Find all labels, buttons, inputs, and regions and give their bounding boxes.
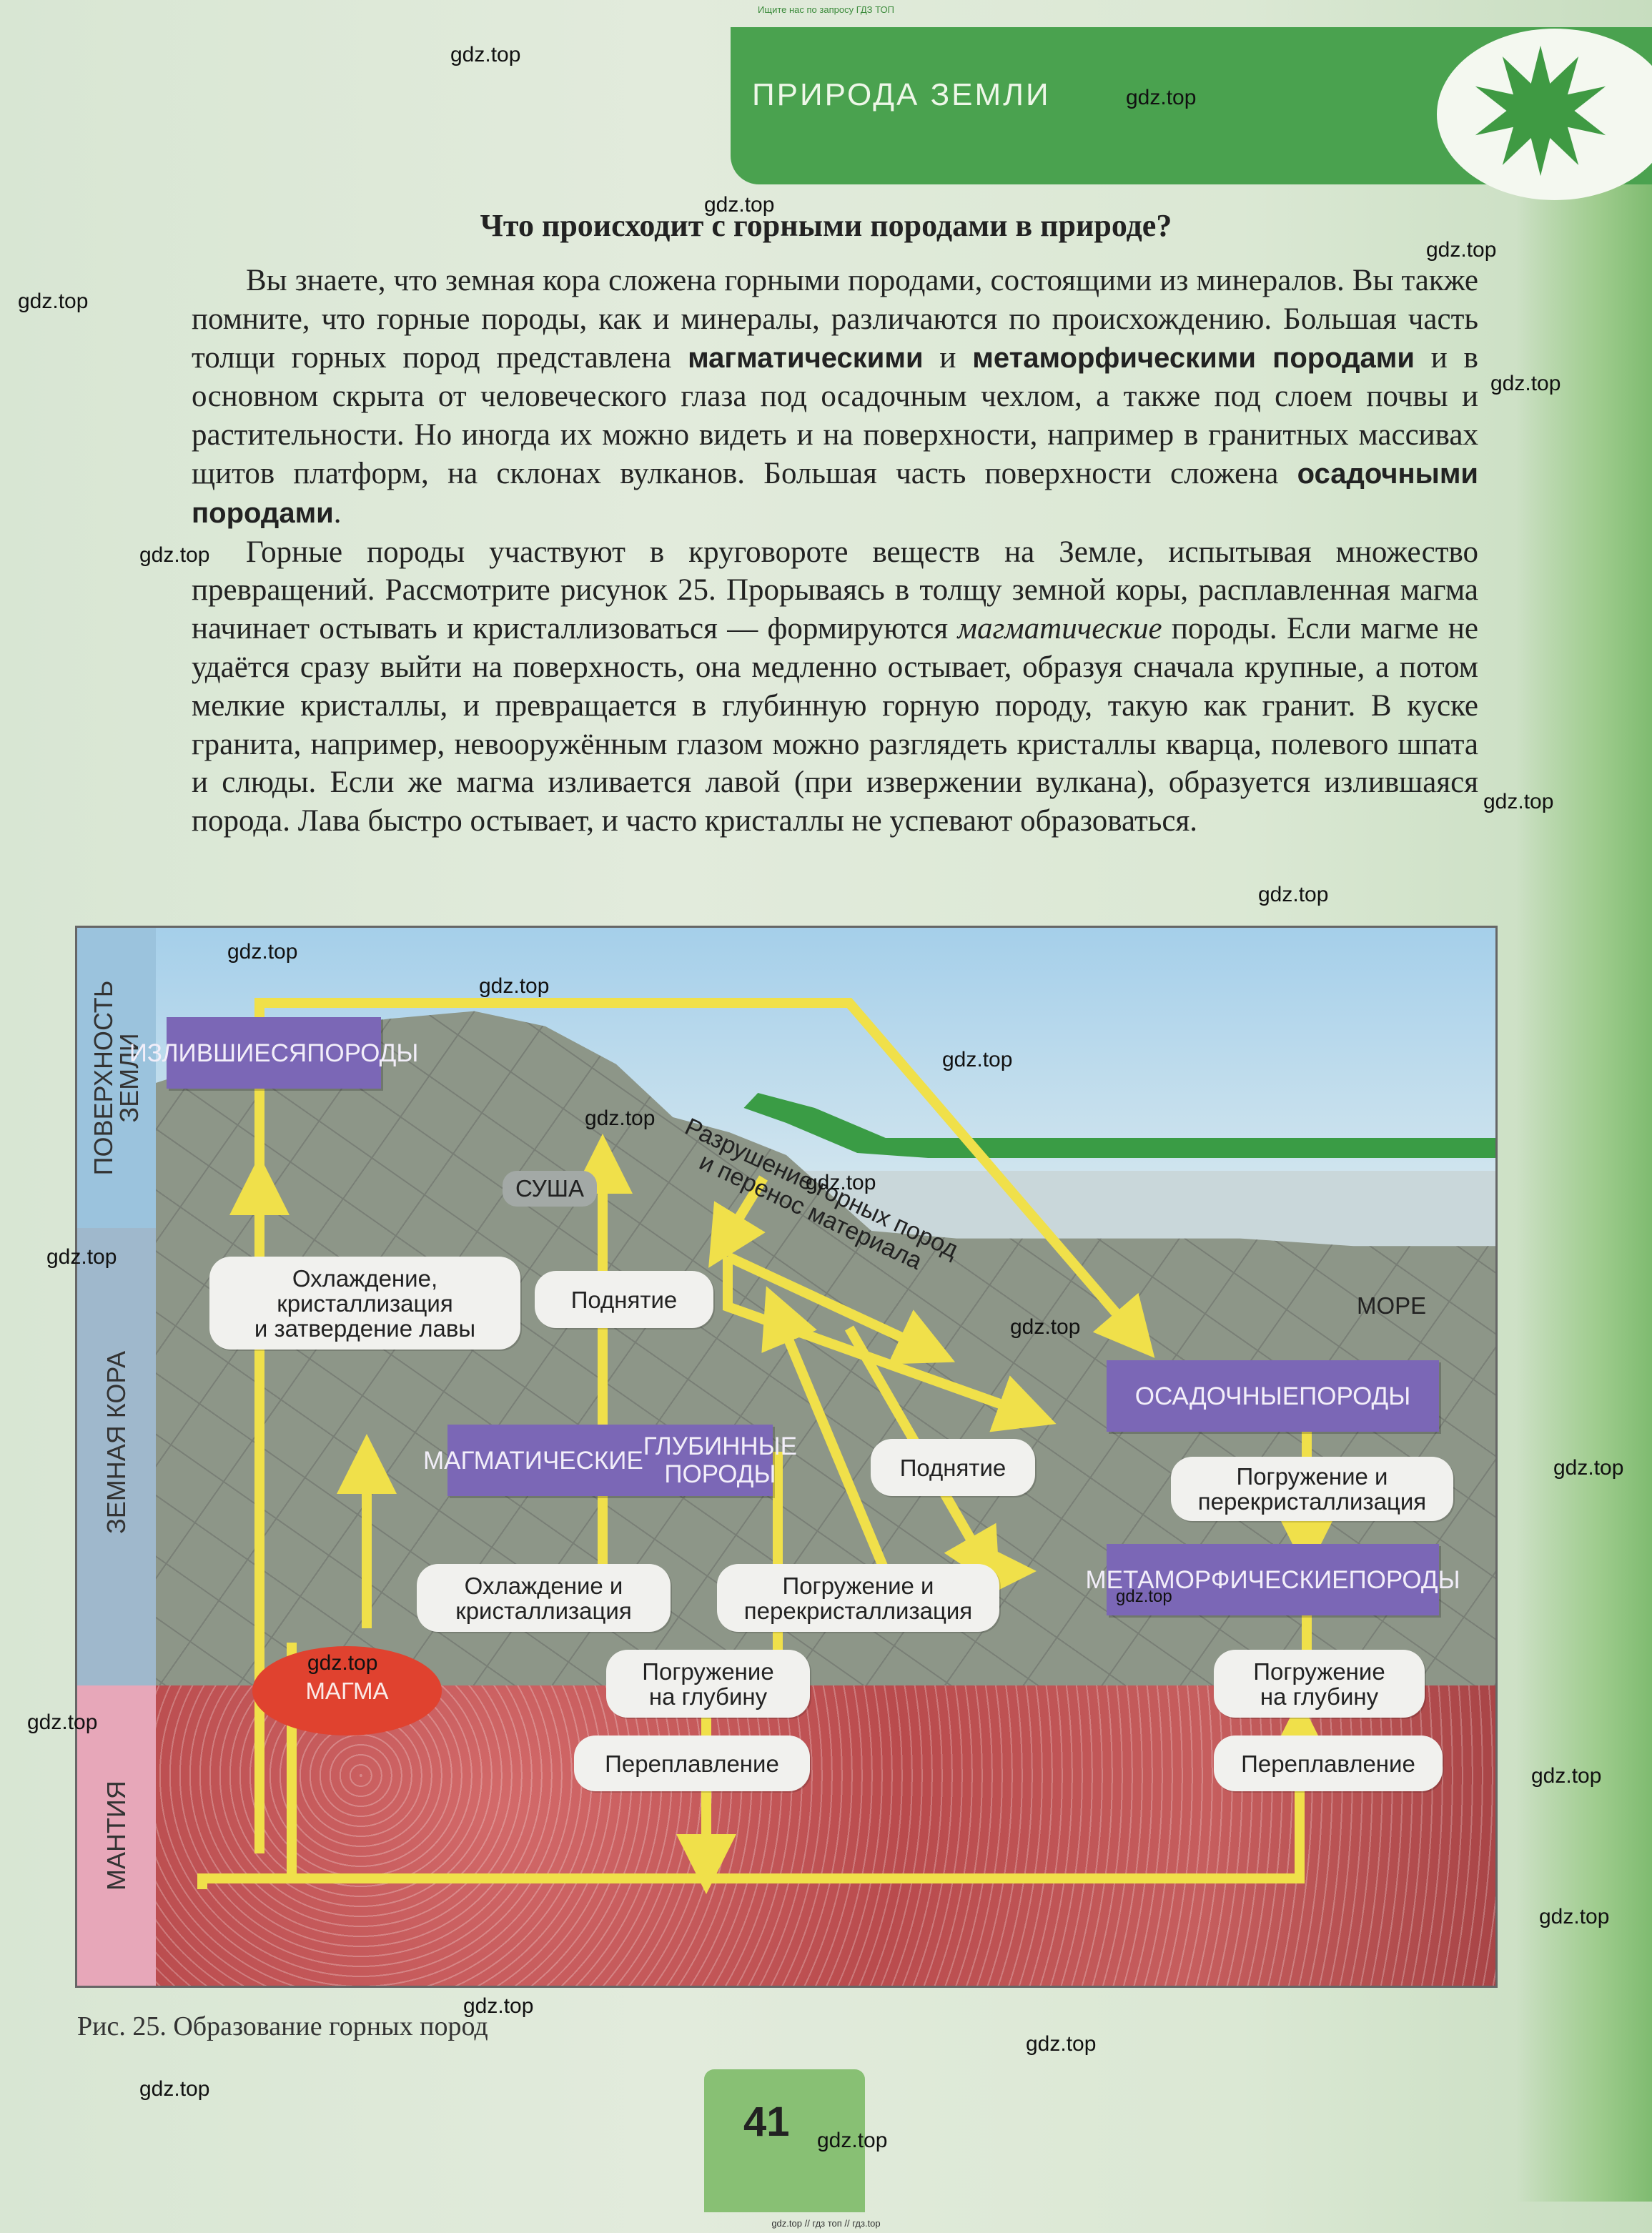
arrow-uplift-mid bbox=[761, 1286, 890, 1573]
box-line: ГЛУБИННЫЕ ПОРОДЫ bbox=[643, 1432, 797, 1488]
label-line: и затвердение лавы bbox=[254, 1314, 476, 1342]
bold-term: осадочными породами bbox=[192, 457, 1478, 529]
watermark: gdz.top bbox=[1426, 238, 1497, 262]
watermark: gdz.top bbox=[1553, 1456, 1624, 1480]
watermark: gdz.top bbox=[18, 289, 89, 313]
crust-band bbox=[77, 1228, 156, 1685]
watermark: gdz.top bbox=[307, 1651, 378, 1675]
watermark: gdz.top bbox=[942, 1048, 1013, 1071]
watermark: gdz.top bbox=[817, 2129, 888, 2152]
label-line: кристаллизация bbox=[455, 1597, 632, 1624]
watermark: gdz.top bbox=[1531, 1764, 1602, 1788]
surface-band bbox=[77, 928, 156, 1228]
body-text: Вы знаете, что земная кора сложена горны… bbox=[192, 262, 1478, 841]
watermark: gdz.top bbox=[479, 974, 550, 998]
label-line: кристаллизация bbox=[277, 1289, 453, 1317]
watermark: gdz.top bbox=[27, 1710, 98, 1734]
page-number: 41 bbox=[743, 2099, 790, 2145]
text-run: . bbox=[333, 495, 342, 530]
star-emblem-icon bbox=[1475, 45, 1606, 177]
watermark: gdz.top bbox=[704, 193, 775, 217]
label-line: Погружение bbox=[642, 1658, 774, 1685]
bold-term: метаморфическими породами bbox=[972, 342, 1415, 374]
box-line: ПОРОДЫ bbox=[1348, 1565, 1460, 1594]
watermark: gdz.top bbox=[806, 1171, 876, 1194]
watermark: gdz.top bbox=[1126, 86, 1197, 109]
figure-caption: Рис. 25. Образование горных пород bbox=[77, 2011, 488, 2041]
bottom-note: gdz.top // гдз топ // гдз.top bbox=[771, 2218, 881, 2229]
watermark: gdz.top bbox=[1010, 1315, 1081, 1339]
watermark: gdz.top bbox=[463, 1994, 534, 2018]
watermark: gdz.top bbox=[1483, 790, 1554, 813]
process-uplift-1: Поднятие bbox=[535, 1271, 713, 1328]
page-edge-decoration bbox=[1516, 57, 1652, 2202]
watermark: gdz.top bbox=[46, 1245, 117, 1269]
label-line: Охлаждение и bbox=[464, 1572, 623, 1599]
box-line: ПОРОДЫ bbox=[1299, 1382, 1411, 1410]
top-note: Ищите нас по запросу ГДЗ ТОП bbox=[758, 4, 894, 15]
process-remelt-1: Переплавление bbox=[574, 1736, 810, 1791]
process-remelt-2: Переплавление bbox=[1214, 1736, 1443, 1791]
box-line: ОСАДОЧНЫЕ bbox=[1134, 1382, 1300, 1410]
paragraph-1: Вы знаете, что земная кора сложена горны… bbox=[192, 262, 1478, 533]
arrow-erosion-1 bbox=[708, 1175, 768, 1268]
label-line: перекристаллизация bbox=[1197, 1488, 1427, 1515]
text-run: Горные породы участвуют в круговороте ве… bbox=[192, 535, 1478, 646]
process-uplift-2: Поднятие bbox=[871, 1439, 1035, 1496]
watermark: gdz.top bbox=[1116, 1587, 1172, 1606]
label-line: Погружение и bbox=[782, 1572, 934, 1599]
box-line: ПОРОДЫ bbox=[307, 1039, 419, 1067]
land-label: СУША bbox=[503, 1171, 597, 1207]
section-heading: Что происходит с горными породами в прир… bbox=[480, 208, 1172, 243]
label-line: Погружение и bbox=[1236, 1463, 1388, 1490]
box-line: МАГМАТИЧЕСКИЕ bbox=[423, 1446, 643, 1475]
magma-blob: МАГМА bbox=[252, 1646, 442, 1736]
arrow-sea-to-sed bbox=[723, 1257, 1057, 1432]
chapter-title: ПРИРОДА ЗЕМЛИ bbox=[752, 77, 1051, 112]
label-line: Погружение bbox=[1253, 1658, 1385, 1685]
watermark: gdz.top bbox=[1490, 372, 1561, 395]
watermark: gdz.top bbox=[1258, 883, 1329, 906]
box-line: МЕТАМОРФИЧЕСКИЕ bbox=[1085, 1565, 1349, 1594]
text-run: и bbox=[923, 340, 973, 375]
sea-label: МОРЕ bbox=[1357, 1292, 1427, 1319]
watermark: gdz.top bbox=[1539, 1905, 1610, 1929]
text-run: Вы знаете, что земная кора сложена горны… bbox=[192, 264, 1478, 375]
paragraph-2: Горные породы участвуют в круговороте ве… bbox=[192, 533, 1478, 841]
label-line: на глубину bbox=[1260, 1683, 1379, 1710]
arrow-erosion-2 bbox=[726, 1252, 956, 1365]
label-line: на глубину bbox=[648, 1683, 768, 1710]
box-line: ИЗЛИВШИЕСЯ bbox=[129, 1039, 307, 1067]
label-line: перекристаллизация bbox=[743, 1597, 973, 1624]
watermark: gdz.top bbox=[227, 940, 298, 964]
watermark: gdz.top bbox=[585, 1106, 656, 1130]
watermark: gdz.top bbox=[139, 543, 210, 567]
text-run: породы. Если магме не удаётся сразу выйт… bbox=[192, 612, 1478, 838]
arrow-top-to-sea bbox=[603, 998, 1155, 1358]
arrow-left-up-surface bbox=[254, 998, 603, 1853]
arrow-left-to-magma bbox=[197, 1873, 292, 1889]
label-line: Охлаждение, bbox=[292, 1264, 438, 1292]
italic-term: магматические bbox=[957, 612, 1162, 646]
bold-term: магматическими bbox=[688, 342, 924, 374]
watermark: gdz.top bbox=[450, 43, 521, 66]
mantle-band bbox=[77, 1685, 156, 1986]
watermark: gdz.top bbox=[1026, 2032, 1097, 2056]
text-run: и в основном скрыта от человеческого гла… bbox=[192, 340, 1478, 490]
watermark: gdz.top bbox=[139, 2077, 210, 2101]
page-number-tab bbox=[704, 2069, 865, 2212]
